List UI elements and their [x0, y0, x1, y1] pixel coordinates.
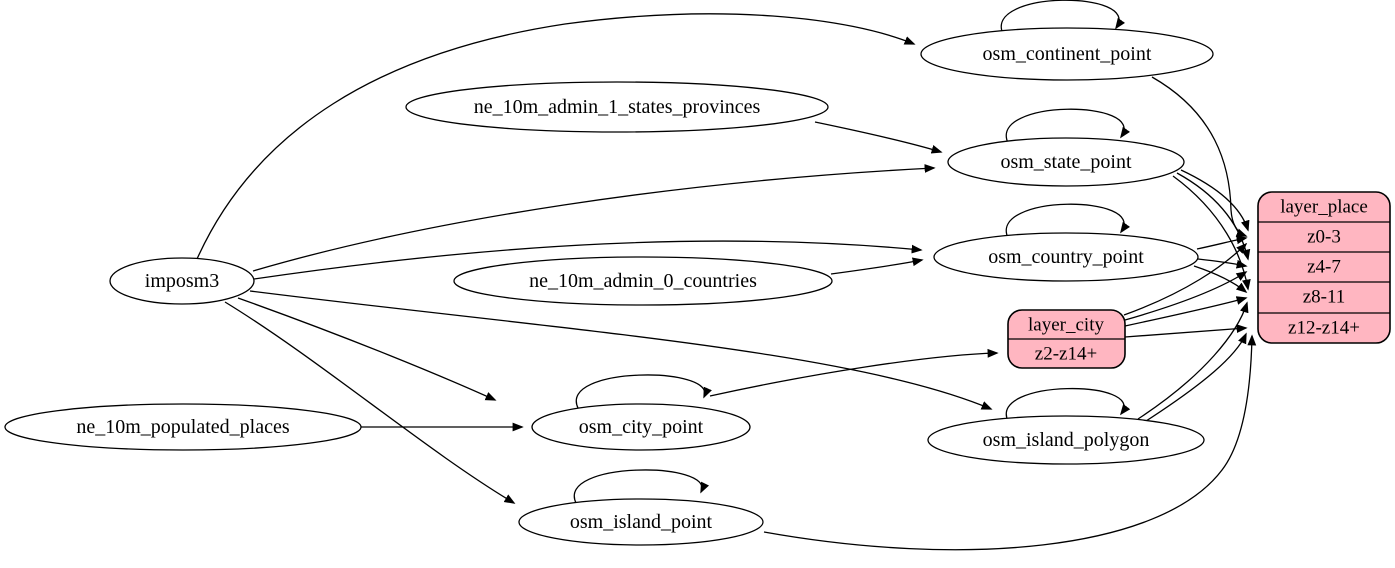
osm-island-polygon-ellipse [927, 415, 1205, 465]
layer-place-row-z8-11: z8-11 [1303, 287, 1346, 308]
table-layer-place: layer_place z0-3 z4-7 z8-11 z12-z14+ [1257, 191, 1391, 344]
layer-place-row-z12-z14: z12-z14+ [1288, 318, 1360, 339]
edge-imposm3-osm-city-point [237, 297, 497, 401]
osm-continent-point-label: osm_continent_point [983, 43, 1152, 65]
node-osm-island-polygon: osm_island_polygon [927, 415, 1205, 465]
self-loop-osm-island-polygon [1005, 387, 1131, 422]
layer-city-row-z2-z14: z2-z14+ [1035, 344, 1097, 365]
node-ne-10m-admin-0-countries: ne_10m_admin_0_countries [453, 256, 833, 306]
ne-10m-admin-0-ellipse [453, 256, 833, 306]
self-loop-osm-continent-point [1000, 0, 1126, 35]
self-loop-osm-city-point [575, 374, 712, 409]
layer-place-title: layer_place [1280, 197, 1368, 218]
node-osm-city-point: osm_city_point [531, 403, 751, 451]
osm-island-polygon-label: osm_island_polygon [983, 429, 1150, 451]
osm-country-point-label: osm_country_point [988, 246, 1144, 268]
layer-city-title: layer_city [1028, 315, 1104, 336]
edge-osm-state-point-layer-place-z0-3 [1180, 169, 1250, 232]
node-ne-10m-admin-1-states-provinces: ne_10m_admin_1_states_provinces [405, 81, 829, 133]
ne-10m-admin-0-label: ne_10m_admin_0_countries [529, 270, 757, 292]
edge-layer-city-layer-place-z4-7 [1124, 271, 1248, 321]
edge-osm-island-polygon-layer-place-z12-z14 [1142, 332, 1247, 424]
ne-10m-admin-1-label: ne_10m_admin_1_states_provinces [474, 96, 761, 118]
osm-city-point-label: osm_city_point [579, 416, 704, 438]
node-osm-continent-point: osm_continent_point [920, 27, 1214, 81]
osm-state-point-label: osm_state_point [1000, 151, 1132, 173]
node-osm-state-point: osm_state_point [947, 137, 1185, 187]
edge-layer-city-layer-place-z0-3 [1123, 242, 1248, 316]
edge-osm-island-point-layer-place-z12-z14 [763, 334, 1257, 551]
edge-layer [196, 0, 1257, 551]
edge-imposm3-osm-continent-point [196, 13, 916, 260]
self-loop-osm-country-point [1005, 203, 1131, 239]
edge-imposm3-osm-island-polygon [249, 290, 993, 410]
edge-osm-city-point-layer-city [709, 348, 999, 397]
edge-imposm3-osm-country-point [253, 240, 923, 280]
layer-place-box [1257, 191, 1391, 344]
ne-10m-populated-places-label: ne_10m_populated_places [76, 416, 289, 438]
ne-10m-populated-places-ellipse [4, 403, 362, 451]
edge-imposm3-osm-island-point [224, 301, 516, 504]
imposm3-label: imposm3 [145, 270, 219, 292]
osm-island-point-label: osm_island_point [570, 511, 713, 533]
osm-state-point-ellipse [947, 137, 1185, 187]
edge-layer-city-layer-place-z8-11 [1124, 296, 1248, 327]
edge-ne10m-admin1-osm-state-point [814, 121, 943, 154]
osm-city-point-ellipse [531, 403, 751, 451]
edge-osm-island-polygon-layer-place-z8-11 [1137, 301, 1249, 420]
node-osm-island-point: osm_island_point [518, 498, 764, 546]
table-layer-city: layer_city z2-z14+ [1007, 309, 1126, 369]
node-ne-10m-populated-places: ne_10m_populated_places [4, 403, 362, 451]
edge-osm-country-point-layer-place-z0-3 [1196, 235, 1248, 250]
osm-island-point-ellipse [518, 498, 764, 546]
self-loop-osm-island-point [573, 469, 710, 504]
self-loop-osm-state-point [1005, 108, 1131, 144]
edge-layer-city-layer-place-z12-z14 [1124, 324, 1248, 338]
imposm3-ellipse [109, 257, 255, 305]
ne-10m-admin-1-ellipse [405, 81, 829, 133]
edge-ne10m-admin0-osm-country-point [830, 257, 924, 275]
node-osm-country-point: osm_country_point [933, 232, 1199, 282]
node-imposm3: imposm3 [109, 257, 255, 305]
osm-continent-point-ellipse [920, 27, 1214, 81]
layer-place-row-z0-3: z0-3 [1307, 227, 1341, 248]
edge-imposm3-osm-state-point [252, 164, 936, 272]
osm-country-point-ellipse [933, 232, 1199, 282]
layer-place-row-z4-7: z4-7 [1307, 257, 1341, 278]
